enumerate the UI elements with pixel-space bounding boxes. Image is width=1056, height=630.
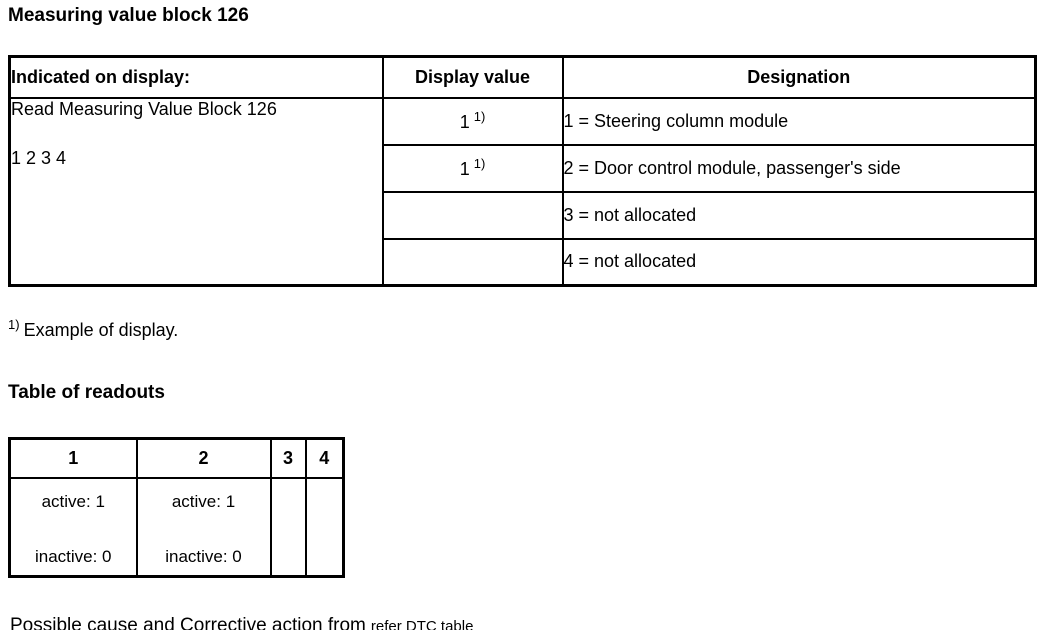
display-value-2: 1 xyxy=(459,159,470,179)
display-value-cell-4 xyxy=(381,237,564,287)
readouts-header-2: 2 xyxy=(135,437,272,479)
readouts-body-row: active: 1 inactive: 0 active: 1 inactive… xyxy=(8,476,345,578)
designation-cell-2: 2 = Door control module, passenger's sid… xyxy=(561,143,1037,193)
main-table-row-4: 4 = not allocated xyxy=(10,237,1037,287)
active-value-1: active: 1 xyxy=(41,491,105,511)
readouts-header-1: 1 xyxy=(8,437,138,479)
footnote-marker: 1) xyxy=(8,317,20,332)
readouts-header-4: 4 xyxy=(304,437,345,479)
active-value-2: active: 1 xyxy=(171,491,236,511)
readouts-header-3: 3 xyxy=(269,437,307,479)
indicated-on-display-cell: Read Measuring Value Block 126 1 2 3 4 xyxy=(8,96,384,287)
footnote-ref-2: 1) xyxy=(473,156,486,171)
header-display-value: Display value xyxy=(381,55,564,99)
main-table-row-1: Read Measuring Value Block 126 1 2 3 4 1… xyxy=(8,96,1037,287)
display-value-1: 1 xyxy=(459,112,470,132)
inactive-value-2: inactive: 0 xyxy=(165,546,242,566)
readouts-cell-1: active: 1 inactive: 0 xyxy=(8,476,138,578)
readouts-cell-4 xyxy=(304,476,345,578)
indicated-line-1: Read Measuring Value Block 126 xyxy=(11,98,277,119)
footnote-text: Example of display. xyxy=(23,320,179,340)
readouts-cell-3 xyxy=(269,476,307,578)
readouts-heading: Table of readouts xyxy=(8,382,165,403)
readouts-header-row: 1 2 3 4 xyxy=(8,437,345,479)
header-designation: Designation xyxy=(561,55,1037,99)
main-table-row-3: 3 = not allocated xyxy=(10,190,1037,240)
main-table-header-row: Indicated on display: Display value Desi… xyxy=(8,55,1037,99)
readouts-table: 1 2 3 4 active: 1 inactive: 0 active: 1 … xyxy=(8,437,345,578)
page-title: Measuring value block 126 xyxy=(8,5,249,26)
readouts-cell-2: active: 1 inactive: 0 xyxy=(135,476,272,578)
measuring-value-table: Indicated on display: Display value Desi… xyxy=(8,55,1037,287)
header-indicated-on-display: Indicated on display: xyxy=(8,55,384,99)
indicated-line-2: 1 2 3 4 xyxy=(11,147,67,168)
footnote-ref-1: 1) xyxy=(473,109,486,124)
footnote: 1)Example of display. xyxy=(8,314,1048,341)
bottom-note-main: Possible cause and Corrective action fro… xyxy=(10,615,366,630)
inactive-value-1: inactive: 0 xyxy=(34,546,112,566)
bottom-note-reference: refer DTC table xyxy=(370,618,474,630)
display-value-cell-3 xyxy=(381,190,564,240)
designation-cell-4: 4 = not allocated xyxy=(561,237,1037,287)
bottom-note: Possible cause and Corrective action fro… xyxy=(8,615,1048,630)
designation-cell-3: 3 = not allocated xyxy=(561,190,1037,240)
designation-cell-1: 1 = Steering column module xyxy=(561,96,1037,146)
